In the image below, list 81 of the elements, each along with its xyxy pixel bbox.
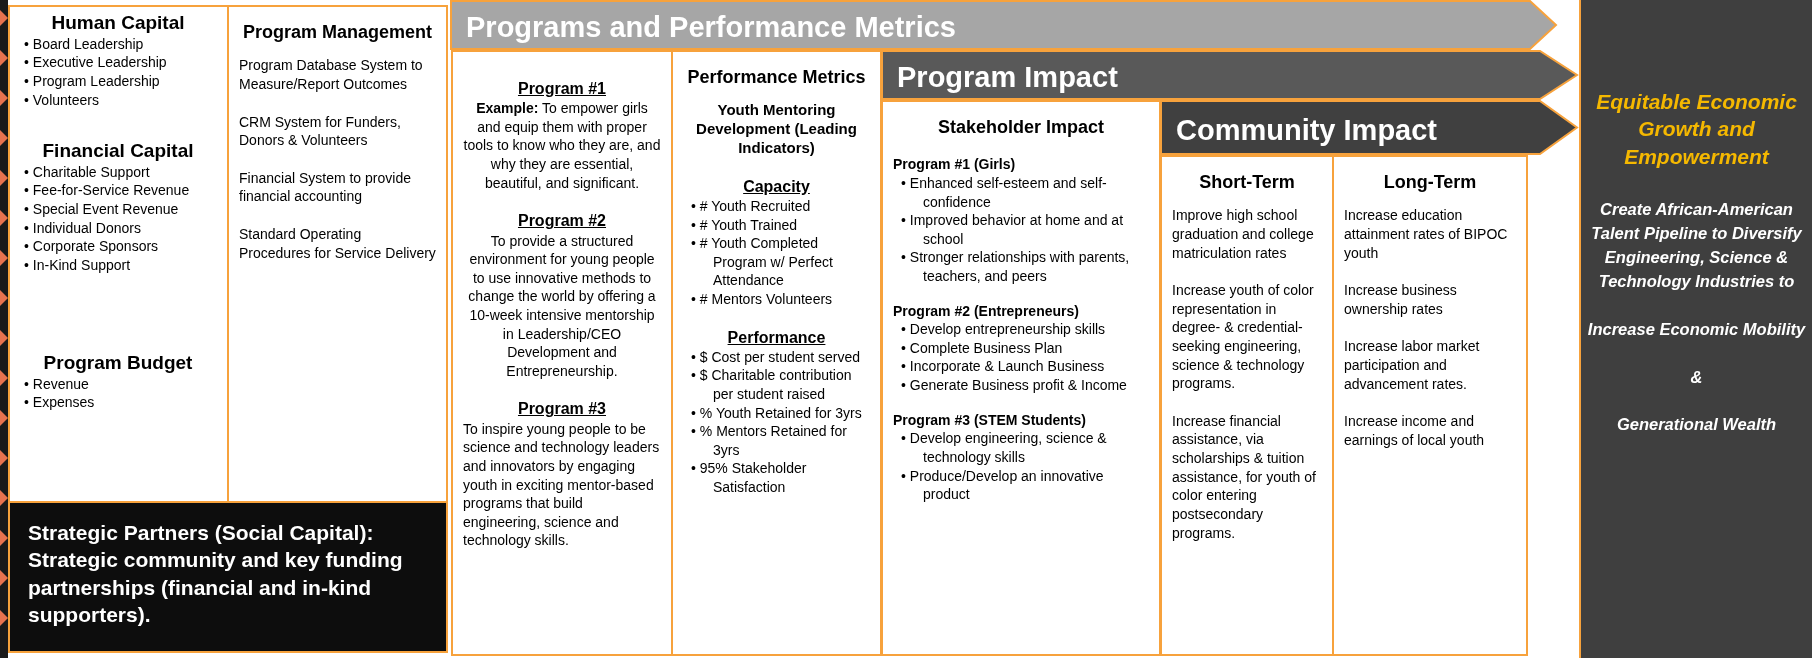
column-heading: Short-Term (1198, 171, 1296, 194)
arrow-banner (881, 50, 1579, 100)
table-cell (451, 50, 673, 656)
bullet-item: • $ Cost per student served (691, 347, 862, 367)
column-heading: Long-Term (1382, 171, 1478, 194)
bullet-item: • 95% Stakeholder Satisfaction (691, 459, 808, 497)
bullet-item: • In-Kind Support (24, 255, 132, 275)
bullet-item: • Stronger relationships with parents, teachers, and peers (901, 248, 1131, 286)
outcome-text: Increase Economic Mobility (1586, 318, 1807, 340)
cell-text: To inspire young people to be science and technology leaders and innovators by engaging youth in exciting mentor-based programs that build engineering, science and technology skills. (463, 419, 661, 550)
banner-title: Programs and Performance Metrics (466, 10, 956, 45)
cell-text: Example: To empower girls and equip them with proper tools to know who they are, and why they are essential, beautiful, and significant. (463, 99, 661, 193)
table-cell (671, 50, 882, 656)
bullet-item: • Incorporate & Launch Business (901, 357, 1106, 377)
bullet-item: • # Youth Trained (691, 215, 799, 235)
cell-text: Increase youth of color representation in degree- & credential-seeking engineering, science & technology programs. (1172, 281, 1315, 393)
column-heading: Program Management (241, 21, 433, 44)
cell-text: Standard Operating Procedures for Service Delivery (239, 225, 436, 263)
program-heading: Program #2 (516, 211, 607, 232)
section-heading: Financial Capital (41, 140, 195, 163)
arrow-banner (450, 0, 1558, 50)
bullet-item: • Develop engineering, science & technology skills (901, 429, 1108, 467)
cell-text: Improve high school graduation and college matriculation rates (1172, 206, 1315, 263)
banner-text: Strategic Partners (Social Capital): Strategic community and key funding partnerships (financial and in-kind supporters). (28, 520, 404, 628)
bullet-item: • Individual Donors (24, 218, 142, 238)
program-heading: Program #1 (516, 79, 607, 99)
bullet-item: • Program Leadership (24, 72, 161, 91)
bullet-item: • Special Event Revenue (24, 200, 180, 219)
bullet-item: • # Youth Recruited (691, 196, 812, 216)
bullet-item: • Enhanced self-esteem and self-confidence (901, 174, 1108, 212)
cell-text: Program Database System to Measure/Report Outcomes (239, 56, 424, 94)
program-heading: Capacity (742, 176, 811, 197)
program-heading: Performance (726, 327, 827, 348)
bullet-item: • Executive Leadership (24, 53, 168, 72)
section-heading: Program Budget (42, 352, 194, 375)
bullet-item: • Charitable Support (24, 162, 151, 182)
bullet-item: • Generate Business profit & Income (901, 376, 1128, 395)
bullet-item: • Fee-for-Service Revenue (24, 181, 191, 200)
program-heading: Program #3 (516, 399, 607, 420)
cell-text: Increase business ownership rates (1344, 281, 1458, 319)
bullet-item: • # Mentors Volunteers (691, 289, 834, 309)
banner-title: Community Impact (1176, 112, 1438, 148)
bullet-item: • Expenses (24, 393, 96, 412)
column-subheading: Youth Mentoring Development (Leading Indicators) (695, 101, 858, 158)
cell-text: Increase financial assistance, via scholarships & tuition assistance, for youth of color entering postsecondary programs. (1172, 411, 1317, 543)
bullet-item: • $ Charitable contribution per student raised (691, 366, 853, 404)
cell-text: Increase income and earnings of local youth (1344, 412, 1486, 450)
column-heading: Performance Metrics (686, 66, 867, 89)
table-cell (1160, 155, 1334, 656)
bullet-item: • Develop entrepreneurship skills (901, 320, 1107, 339)
program-label: Program #3 (STEM Students) (893, 410, 1087, 430)
bullet-item: • # Youth Completed Program w/ Perfect Attendance (691, 234, 834, 290)
table-cell (881, 100, 1161, 656)
bullet-item: • Revenue (24, 374, 90, 394)
bullet-item: • Produce/Develop an innovative product (901, 466, 1105, 504)
partner-banner (8, 501, 448, 653)
bullet-item: • Board Leadership (24, 34, 145, 54)
table-cell (227, 5, 448, 503)
column-heading: Stakeholder Impact (936, 116, 1106, 139)
cell-text: Increase labor market participation and advancement rates. (1344, 337, 1481, 394)
cell-text: Financial System to provide financial accounting (239, 168, 412, 207)
cell-text: Increase education attainment rates of BIPOC youth (1344, 206, 1509, 263)
bullet-item: • % Youth Retained for 3yrs (691, 403, 863, 423)
cell-text: To provide a structured environment for young people to use innovative methods to change the world by offering a 10-week intensive mentorship in Leadership/CEO Development and Entrepreneurship. (467, 231, 657, 381)
bullet-item: • Complete Business Plan (901, 338, 1064, 358)
section-heading: Human Capital (50, 12, 186, 35)
program-label: Program #1 (Girls) (893, 155, 1017, 174)
outcome-text: & (1689, 366, 1704, 388)
arrow-banner (1160, 100, 1579, 155)
bullet-item: • % Mentors Retained for 3yrs (691, 422, 848, 460)
bullet-item: • Corporate Sponsors (24, 237, 160, 256)
program-label: Program #2 (Entrepreneurs) (893, 301, 1080, 321)
cell-text: CRM System for Funders, Donors & Volunteers (239, 112, 402, 150)
outcome-text: Generational Wealth (1615, 414, 1778, 436)
bullet-item: • Improved behavior at home and at school (901, 211, 1125, 249)
table-cell (1332, 155, 1528, 656)
outcome-heading: Equitable Economic Growth and Empowerment (1595, 89, 1798, 170)
bullet-item: • Volunteers (24, 90, 100, 110)
outcome-text: Create African-American Talent Pipeline to Diversify Engineering, Science & Technology Industries to (1590, 198, 1803, 292)
banner-title: Program Impact (897, 60, 1118, 95)
outcome-panel (1579, 0, 1812, 658)
